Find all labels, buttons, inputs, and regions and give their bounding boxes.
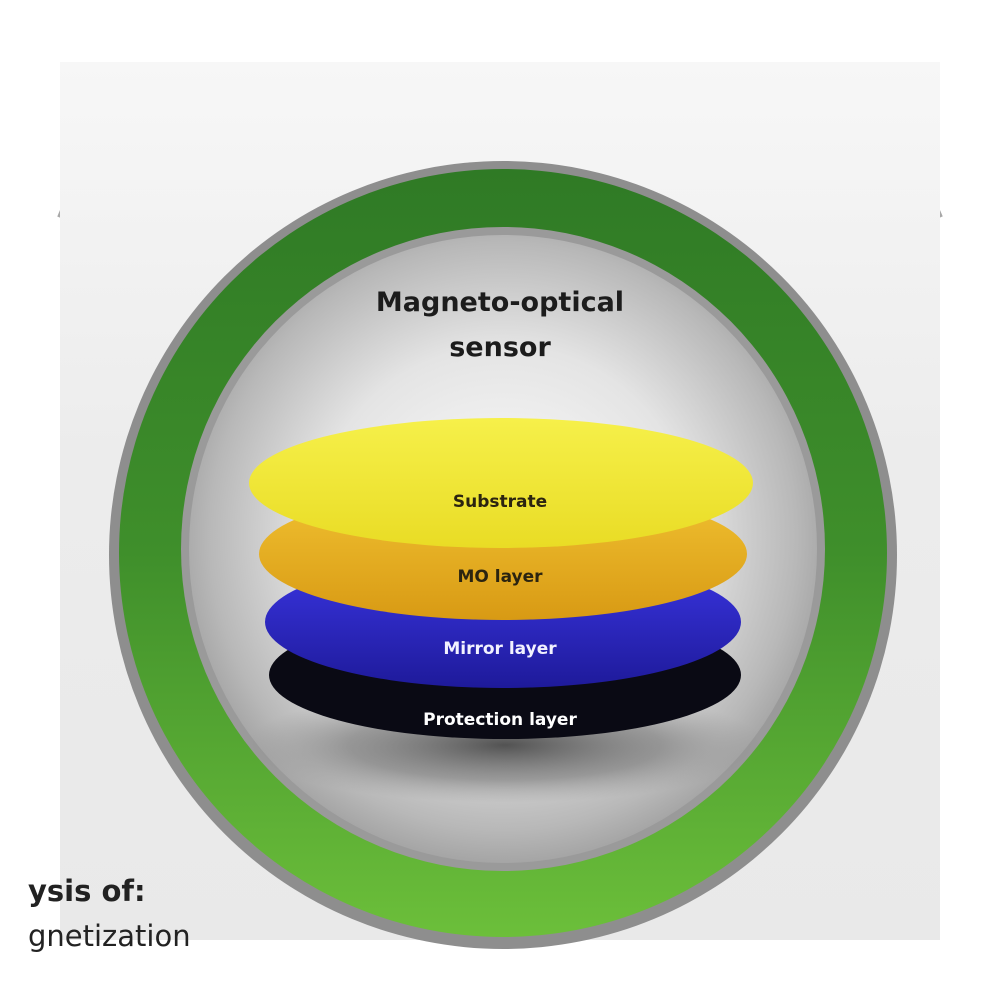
- sensor-title-line-1: Magneto-optical: [375, 287, 625, 318]
- layer-label-mo: MO layer: [457, 567, 543, 587]
- cropped-text-line-2: gnetization: [28, 919, 191, 953]
- layer-label-mirror: Mirror layer: [443, 639, 557, 659]
- substrate-disc: [249, 418, 753, 548]
- cropped-text-line-1: ysis of:: [28, 874, 146, 908]
- layer-label-substrate: Substrate: [452, 492, 548, 512]
- layer-label-protection: Protection layer: [423, 710, 577, 730]
- sensor-title-line-2: sensor: [449, 332, 551, 363]
